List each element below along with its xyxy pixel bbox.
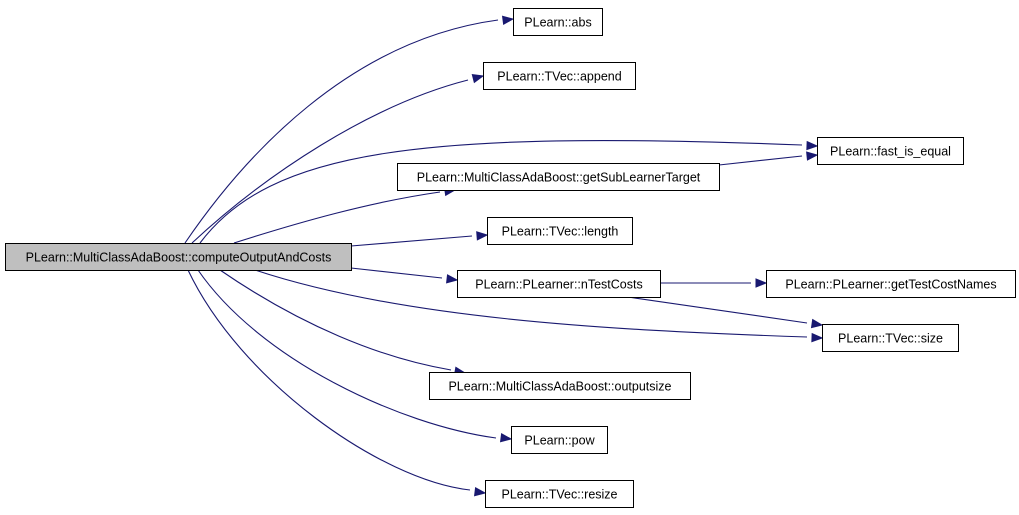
edge-root-to-size: [254, 269, 824, 343]
edge-root-to-abs: [184, 15, 515, 244]
edge-root-to-outputsize: [219, 269, 467, 376]
node-resize[interactable]: PLearn::TVec::resize: [485, 480, 634, 508]
node-abs[interactable]: PLearn::abs: [513, 8, 603, 36]
node-label: PLearn::PLearner::nTestCosts: [475, 278, 642, 292]
node-box[interactable]: [487, 217, 633, 245]
node-label: PLearn::abs: [524, 16, 591, 30]
arrowhead-icon: [811, 332, 824, 343]
arrowhead-icon: [501, 15, 515, 26]
edge-line: [184, 19, 499, 244]
node-label: PLearn::fast_is_equal: [830, 145, 951, 159]
edge-line: [627, 296, 808, 324]
edge-root-to-pow: [197, 269, 513, 443]
edge-ntest-to-gettcn: [660, 278, 768, 288]
node-fast[interactable]: PLearn::fast_is_equal: [817, 137, 964, 165]
edge-line: [219, 269, 452, 371]
edge-root-to-append: [191, 74, 485, 244]
edge-line: [350, 267, 443, 279]
node-label: PLearn::TVec::size: [838, 332, 943, 346]
edge-line: [187, 269, 471, 491]
node-box[interactable]: [822, 324, 959, 352]
node-label: PLearn::TVec::resize: [501, 488, 617, 502]
edge-getsub-to-fast: [718, 151, 819, 166]
node-box[interactable]: [513, 8, 603, 36]
edge-line: [254, 269, 808, 338]
node-box[interactable]: [397, 163, 720, 191]
node-gettcn[interactable]: PLearn::PLearner::getTestCostNames: [766, 270, 1016, 298]
node-box[interactable]: [429, 372, 691, 400]
node-label: PLearn::MultiClassAdaBoost::getSubLearne…: [417, 171, 701, 185]
node-box[interactable]: [766, 270, 1016, 298]
edge-line: [350, 235, 473, 247]
edge-line: [197, 269, 497, 439]
arrowhead-icon: [446, 274, 459, 284]
node-pow[interactable]: PLearn::pow: [511, 426, 608, 454]
edge-root-to-length: [350, 231, 489, 247]
edge-line: [191, 79, 469, 244]
edge-line: [718, 155, 803, 166]
node-size[interactable]: PLearn::TVec::size: [822, 324, 959, 352]
node-label: PLearn::TVec::length: [502, 225, 619, 239]
arrowhead-icon: [499, 432, 513, 443]
arrowhead-icon: [476, 231, 489, 241]
node-append[interactable]: PLearn::TVec::append: [483, 62, 636, 90]
edge-root-to-resize: [187, 269, 487, 497]
node-length[interactable]: PLearn::TVec::length: [487, 217, 633, 245]
node-box[interactable]: [5, 243, 352, 271]
node-box[interactable]: [485, 480, 634, 508]
node-box[interactable]: [483, 62, 636, 90]
node-label: PLearn::MultiClassAdaBoost::computeOutpu…: [26, 251, 332, 265]
arrowhead-icon: [471, 74, 485, 84]
nodes-layer: PLearn::MultiClassAdaBoost::computeOutpu…: [5, 8, 1016, 508]
edge-root-to-fast: [199, 139, 819, 244]
edge-line: [199, 139, 803, 244]
node-label: PLearn::pow: [524, 434, 595, 448]
node-getsub[interactable]: PLearn::MultiClassAdaBoost::getSubLearne…: [397, 163, 720, 191]
arrowhead-icon: [473, 487, 487, 497]
edge-root-to-ntest: [350, 267, 459, 284]
node-outputsize[interactable]: PLearn::MultiClassAdaBoost::outputsize: [429, 372, 691, 400]
node-label: PLearn::PLearner::getTestCostNames: [785, 278, 996, 292]
arrowhead-icon: [806, 140, 819, 151]
node-box[interactable]: [457, 270, 661, 298]
node-label: PLearn::TVec::append: [497, 70, 621, 84]
node-label: PLearn::MultiClassAdaBoost::outputsize: [448, 380, 671, 394]
node-root[interactable]: PLearn::MultiClassAdaBoost::computeOutpu…: [5, 243, 352, 271]
arrowhead-icon: [806, 151, 819, 161]
node-box[interactable]: [817, 137, 964, 165]
edge-ntest-to-size: [627, 296, 824, 329]
edge-root-to-getsub: [233, 186, 457, 244]
edge-line: [233, 191, 441, 244]
arrowhead-icon: [755, 278, 768, 288]
node-ntest[interactable]: PLearn::PLearner::nTestCosts: [457, 270, 661, 298]
node-box[interactable]: [511, 426, 608, 454]
arrowhead-icon: [810, 318, 824, 329]
